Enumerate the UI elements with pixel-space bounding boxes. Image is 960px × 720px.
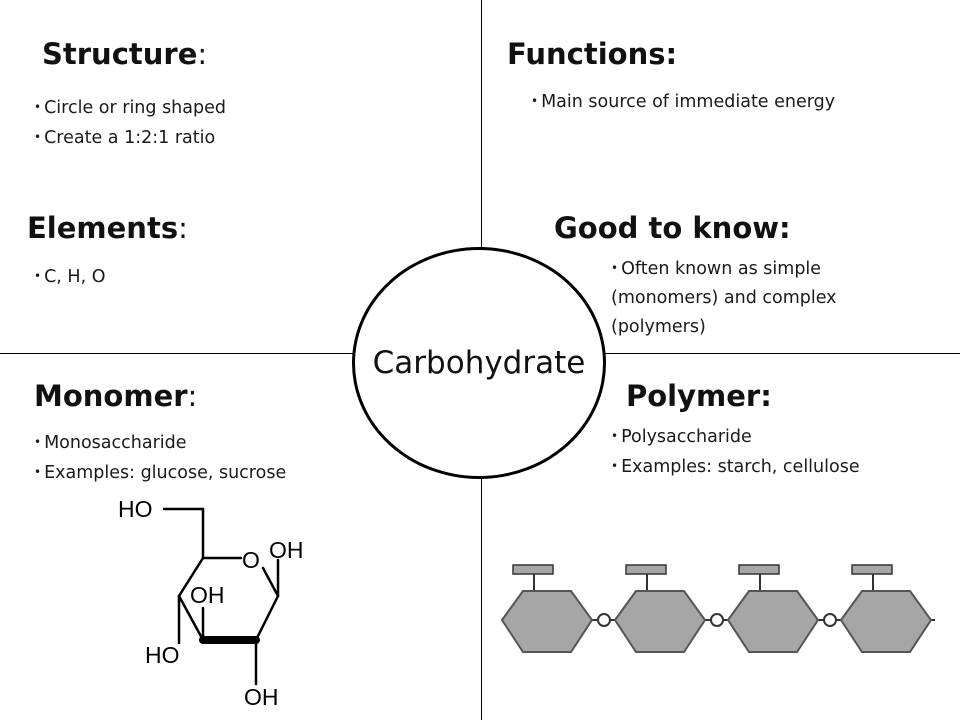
elements-list: C, H, O xyxy=(34,262,105,292)
oh-right-label: OH xyxy=(269,537,304,563)
list-item: Often known as simple (monomers) and com… xyxy=(611,254,881,342)
monomer-list: Monosaccharide Examples: glucose, sucros… xyxy=(34,428,286,488)
glycosidic-link-oxygen xyxy=(597,613,611,627)
sugar-unit-hexagon xyxy=(613,590,707,653)
list-item: Main source of immediate energy xyxy=(531,87,835,117)
good-to-know-list: Often known as simple (monomers) and com… xyxy=(611,254,881,342)
list-item: Examples: glucose, sucrose xyxy=(34,458,286,488)
elements-heading: Elements: xyxy=(27,211,188,245)
ring-oxygen-label: O xyxy=(242,547,260,573)
monomer-heading: Monomer: xyxy=(34,379,198,413)
oh-inner-label: OH xyxy=(190,582,225,608)
functions-heading: Functions: xyxy=(507,37,678,71)
sugar-unit-hexagon xyxy=(500,590,594,653)
list-item: Circle or ring shaped xyxy=(34,93,226,123)
list-item: C, H, O xyxy=(34,262,105,292)
glycosidic-link-oxygen xyxy=(710,613,724,627)
functions-list: Main source of immediate energy xyxy=(531,87,835,117)
list-item: Create a 1:2:1 ratio xyxy=(34,123,226,153)
side-group-block xyxy=(512,564,554,575)
oh-bottom-label: OH xyxy=(244,684,279,710)
sugar-unit-hexagon xyxy=(726,590,820,653)
list-item: Polysaccharide xyxy=(611,422,860,452)
side-group-block xyxy=(625,564,667,575)
center-circle: Carbohydrate xyxy=(352,247,606,479)
structure-heading: Structure: xyxy=(42,37,208,71)
list-item: Monosaccharide xyxy=(34,428,286,458)
ho-left-label: HO xyxy=(145,642,180,668)
sugar-unit-hexagon xyxy=(839,590,933,653)
center-label: Carbohydrate xyxy=(372,345,586,381)
list-item: Examples: starch, cellulose xyxy=(611,452,860,482)
polymer-list: Polysaccharide Examples: starch, cellulo… xyxy=(611,422,860,482)
polymer-heading: Polymer: xyxy=(626,379,772,413)
side-group-block xyxy=(851,564,893,575)
glycosidic-link-oxygen xyxy=(823,613,837,627)
good-to-know-heading: Good to know: xyxy=(554,211,791,245)
structure-list: Circle or ring shaped Create a 1:2:1 rat… xyxy=(34,93,226,153)
ho-top-label: HO xyxy=(118,496,153,522)
side-group-block xyxy=(738,564,780,575)
